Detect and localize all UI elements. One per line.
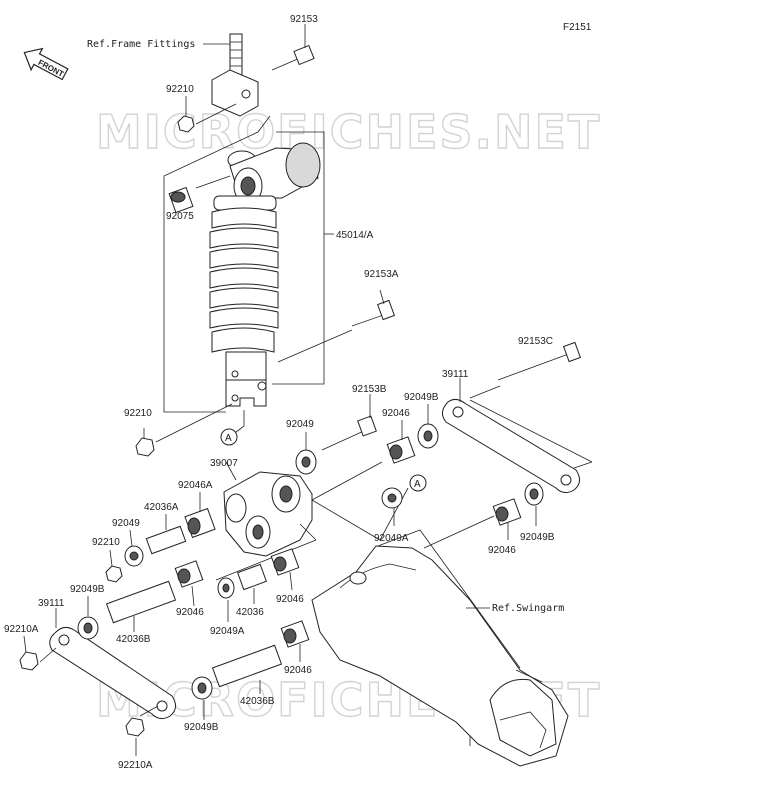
ref-frame-fittings-label: Ref.Frame Fittings <box>87 39 195 50</box>
nut-92210A-bottom <box>125 717 145 737</box>
label-92049B-c: 92049B <box>70 584 105 595</box>
collar-92049A-b <box>217 577 235 622</box>
label-39007: 39007 <box>210 458 238 469</box>
collar-92049-a <box>295 432 317 475</box>
label-92049B-a: 92049B <box>404 392 439 403</box>
rocker-arm-39007 <box>215 461 409 581</box>
bushing-92046-d <box>423 498 522 549</box>
sleeve-42036 <box>237 563 267 604</box>
bolt-92153A <box>277 289 396 363</box>
collar-92049B-a <box>417 404 439 449</box>
swingarm <box>311 529 569 767</box>
label-92153: 92153 <box>290 14 318 25</box>
label-92046-a: 92046 <box>382 408 410 419</box>
front-arrow-icon: FRONT <box>23 47 69 81</box>
label-92046-d: 92046 <box>488 545 516 556</box>
bushing-92046-c <box>270 548 300 591</box>
label-42036: 42036 <box>236 607 264 618</box>
callout-a-upper <box>220 428 238 446</box>
tie-rod-right <box>442 341 593 494</box>
shock-absorber <box>209 142 321 407</box>
collar-92049B-c <box>77 596 99 640</box>
label-92153A: 92153A <box>364 269 399 280</box>
bolt-92153 <box>271 24 315 71</box>
label-92049B-d: 92049B <box>184 722 219 733</box>
sleeve-42036A <box>145 514 187 555</box>
label-92049B-b: 92049B <box>520 532 555 543</box>
label-92210-mid: 92210 <box>92 537 120 548</box>
label-92075: 92075 <box>166 211 194 222</box>
callout-a-upper-label: A <box>225 433 232 444</box>
label-92046A: 92046A <box>178 480 213 491</box>
label-92049-a: 92049 <box>286 419 314 430</box>
bushing-92046A <box>184 492 216 539</box>
label-92210-upper: 92210 <box>166 84 194 95</box>
label-92046-b: 92046 <box>176 607 204 618</box>
label-42036B-b: 42036B <box>240 696 275 707</box>
label-92153C: 92153C <box>518 336 553 347</box>
label-42036A: 42036A <box>144 502 179 513</box>
bushing-92046-e <box>280 620 310 662</box>
nut-92210-lower <box>135 437 155 457</box>
label-92046-c: 92046 <box>276 594 304 605</box>
tie-rod-left <box>49 608 176 720</box>
collar-92049B-b <box>524 482 544 526</box>
nut-92210A-left <box>19 651 39 671</box>
label-92210-lower: 92210 <box>124 408 152 419</box>
label-39111-left: 39111 <box>38 598 65 609</box>
label-92046-e: 92046 <box>284 665 312 676</box>
nut-92210-mid <box>105 565 123 583</box>
nut-92210-upper <box>177 115 195 133</box>
bushing-92075 <box>168 175 231 214</box>
bushing-92046-a <box>386 420 416 464</box>
collar-92049A-a <box>381 487 403 526</box>
label-45014A: 45014/A <box>336 230 374 241</box>
label-42036B-a: 42036B <box>116 634 151 645</box>
label-92153B: 92153B <box>352 384 387 395</box>
diagram-code: F2151 <box>563 22 592 33</box>
label-92049-b: 92049 <box>112 518 140 529</box>
collar-92049-b <box>124 529 144 567</box>
sleeve-42036B-a <box>105 580 177 632</box>
ref-swingarm-label: Ref.Swingarm <box>492 603 564 614</box>
label-92049A-b: 92049A <box>210 626 245 637</box>
label-39111-right: 39111 <box>442 369 469 380</box>
collar-92049B-d <box>191 676 213 720</box>
label-92210A-bottom: 92210A <box>118 760 153 771</box>
watermark-top: MICROFICHES.NET <box>96 105 601 159</box>
bushing-92046-b <box>174 560 204 607</box>
bolt-92153B <box>321 394 377 451</box>
label-92210A-left: 92210A <box>4 624 39 635</box>
callout-a-lower <box>409 474 427 492</box>
callout-a-lower-label: A <box>414 479 421 490</box>
sleeve-42036B-b <box>211 644 283 694</box>
label-92049A-a: 92049A <box>374 533 409 544</box>
upper-mount-bracket <box>211 33 259 117</box>
